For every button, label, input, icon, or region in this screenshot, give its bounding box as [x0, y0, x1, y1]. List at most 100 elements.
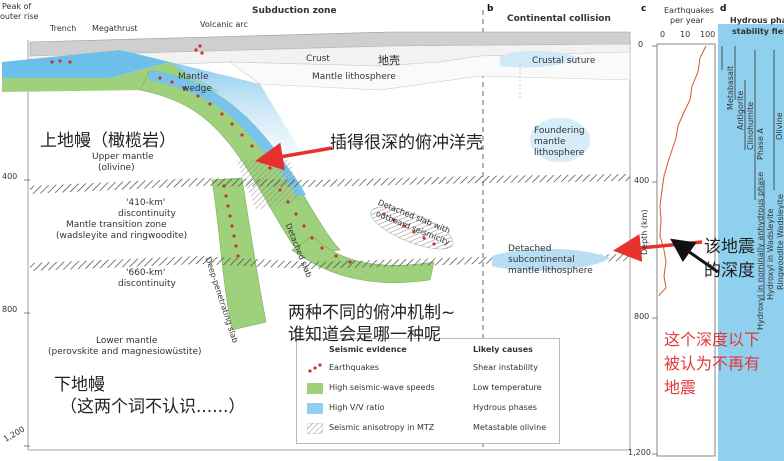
hydrous-panel — [718, 24, 784, 461]
legend-cause-3: Metastable olivine — [473, 423, 547, 432]
panel-b-label: b — [487, 4, 494, 14]
depth-tick-0: 0 — [638, 40, 644, 49]
left-tick-800: 800 — [2, 305, 18, 314]
no-quakes-cn-2: 被认为不再有 — [664, 354, 761, 373]
eq-title: Earthquakes — [664, 6, 714, 15]
depth-tick-400: 400 — [634, 176, 650, 185]
eq-title-2: per year — [670, 16, 704, 25]
legend-evidence-3: Seismic anisotropy in MTZ — [329, 423, 435, 432]
volcanic-arc-label: Volcanic arc — [200, 20, 248, 29]
phase-a: Phase A — [756, 128, 765, 160]
disc-410-label-2: discontinuity — [118, 209, 176, 219]
megathrust-label: Megathrust — [92, 24, 138, 33]
foundering-label-2: mantle — [534, 137, 566, 147]
mantle-wedge-label: Mantle — [178, 72, 209, 82]
phase-hydroxyl-wads: Hydroxyl in Wadsleyite — [766, 208, 775, 300]
lower-mantle-label: Lower mantle — [96, 336, 158, 346]
oceanic-plate-blue — [2, 50, 170, 78]
crustal-suture-blob — [500, 50, 580, 68]
disc-660-band — [30, 254, 630, 271]
detached-sub-label: Detached — [508, 244, 552, 254]
deep-penetrating-slab — [211, 177, 267, 331]
mantle-lithosphere-label: Mantle lithosphere — [312, 72, 396, 82]
legend-evidence-1: High seismic-wave speeds — [329, 383, 435, 392]
phase-hydroxyl-nap: Hydroxyl in nominally anhydrous phase — [756, 171, 765, 330]
lower-mantle-cn: 下地幔 — [54, 375, 105, 395]
eq-tick-100: 100 — [700, 30, 716, 39]
upper-mantle-cn: 上地幔（橄榄岩） — [40, 131, 176, 151]
legend-quake-icon — [308, 363, 322, 373]
arrow-deep-slab — [255, 142, 333, 171]
left-tick-400: 400 — [2, 172, 18, 181]
disc-410-label: '410-km' — [126, 198, 166, 208]
trench-label: Trench — [50, 24, 77, 33]
foundering-blob — [530, 118, 590, 162]
eq-depth-ticks — [652, 45, 657, 455]
mtz-label: Mantle transition zone — [66, 220, 167, 230]
legend-green-swatch — [307, 383, 323, 394]
no-quakes-cn-1: 这个深度以下 — [664, 330, 761, 349]
hydrous-title-2: stability field — [732, 27, 784, 36]
panel-c-label: c — [641, 4, 647, 14]
eq-profile-frame — [656, 43, 716, 457]
mtz-label-2: (wadsleyite and ringwoodite) — [56, 231, 188, 241]
left-ticks — [24, 179, 30, 447]
phase-clinohumite: Clinohumite — [746, 101, 755, 150]
earthquake-dots — [50, 44, 436, 264]
detached-sub-label-3: mantle lithosphere — [508, 266, 593, 276]
quake-depth-cn-2: 的深度 — [704, 261, 755, 281]
legend-col1-title: Seismic evidence — [329, 345, 407, 354]
hydrous-ranges — [721, 46, 775, 300]
crust-cn-label: 地壳 — [378, 54, 400, 67]
panel-d-label: d — [720, 4, 727, 14]
crustal-suture-label: Crustal suture — [532, 56, 596, 66]
deep-slab-cn: 插得很深的俯冲洋壳 — [330, 133, 483, 153]
legend-blue-swatch — [307, 403, 323, 414]
disc-660-label-2: discontinuity — [118, 279, 176, 289]
legend-hatch-swatch — [307, 423, 323, 434]
legend-evidence-2: High V/V ratio — [329, 403, 385, 412]
unknown-words-cn: （这两个词不认识......） — [60, 397, 246, 417]
phase-metabasalt: Metabasalt — [726, 65, 735, 110]
phase-ringwoodite: Ringwoodite Wadsleyite — [776, 194, 784, 290]
hydrous-title: Hydrous phas — [730, 16, 784, 25]
legend-cause-0: Shear instability — [473, 363, 538, 372]
subduction-title: Subduction zone — [252, 6, 337, 16]
eq-tick-0: 0 — [660, 30, 666, 39]
lower-mantle-label-2: (perovskite and magnesiowüstite) — [48, 347, 202, 357]
disc-410-band — [30, 174, 630, 194]
legend-cause-1: Low temperature — [473, 383, 542, 392]
depth-tick-800: 800 — [634, 312, 650, 321]
crust-label: Crust — [306, 54, 330, 64]
detached-slab-outboard — [370, 206, 454, 250]
upper-mantle-label: Upper mantle — [92, 152, 154, 162]
phase-antigorite: Antigorite — [736, 90, 745, 130]
quake-depth-cn-1: 该地震 — [704, 237, 755, 257]
legend-cause-2: Hydrous phases — [473, 403, 537, 412]
mantle-wedge-label-2: wedge — [182, 84, 212, 94]
disc-660-label: '660-km' — [126, 268, 166, 278]
arrow-quake-depth — [613, 234, 703, 262]
eq-tick-10: 10 — [680, 30, 691, 39]
depth-axis-label: Depth (km) — [640, 209, 649, 255]
legend: Seismic evidence Likely causes Earthquak… — [296, 338, 560, 444]
peak-label: Peak of — [2, 2, 32, 11]
foundering-label: Foundering — [534, 126, 585, 136]
two-mechanisms-1: 两种不同的俯冲机制~ — [288, 303, 456, 323]
two-mechanisms-2: 谁知道会是哪一种呢 — [288, 325, 441, 345]
foundering-label-3: lithosphere — [534, 148, 585, 158]
legend-evidence-0: Earthquakes — [329, 363, 379, 372]
phase-olivine: Olivine — [775, 112, 784, 140]
eq-profile-line — [658, 45, 707, 297]
upper-mantle-label-2: (olivine) — [98, 163, 135, 173]
detached-sub-blob — [492, 248, 610, 271]
outer-rise-label: outer rise — [0, 12, 39, 21]
collision-title: Continental collision — [507, 14, 611, 24]
arrow-no-quake — [670, 238, 719, 274]
legend-col2-title: Likely causes — [473, 345, 533, 354]
no-quakes-cn-3: 地震 — [664, 378, 697, 397]
depth-tick-1200: 1,200 — [628, 448, 651, 457]
detached-sub-label-2: subcontinental — [508, 255, 575, 265]
